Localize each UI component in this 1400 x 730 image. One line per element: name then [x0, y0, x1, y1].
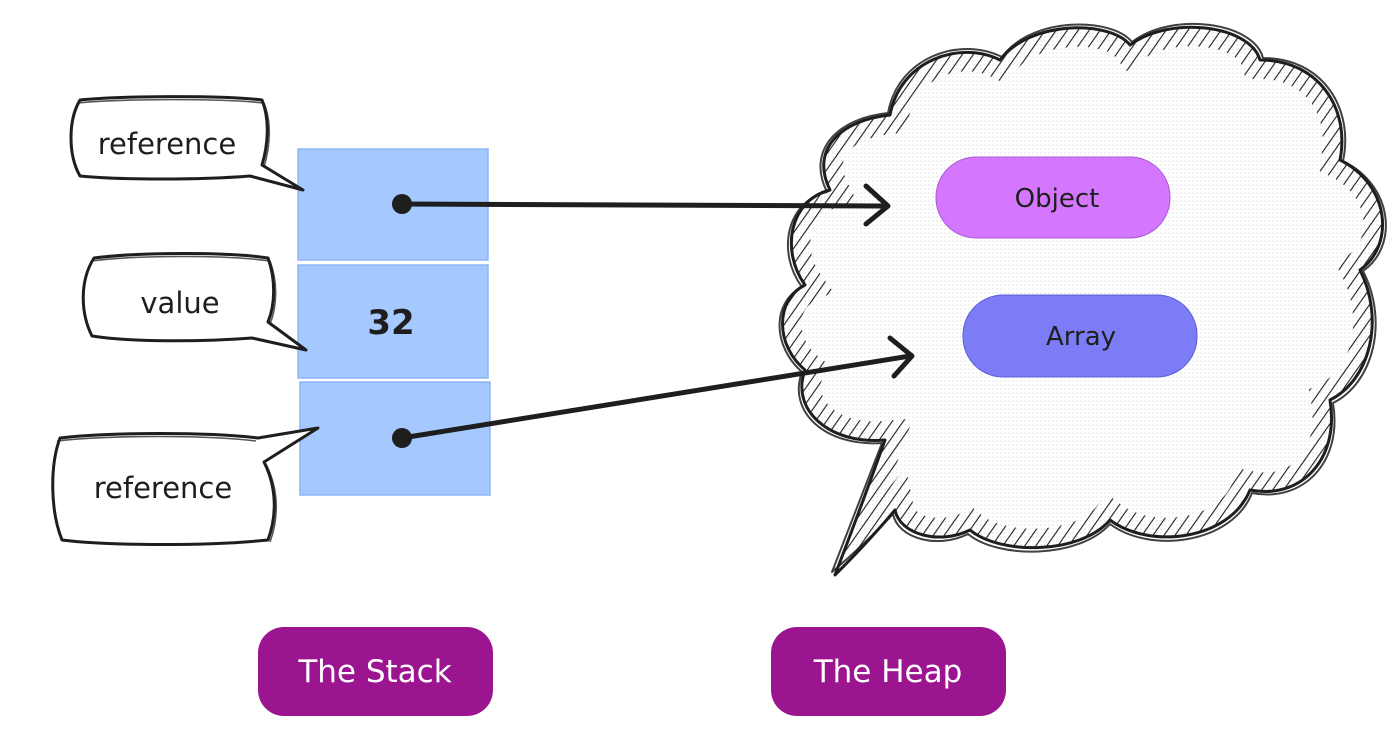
- callout-reference-bottom: reference: [51, 426, 320, 546]
- heap-item-object: Object: [935, 156, 1171, 239]
- heap-label: The Heap: [771, 627, 1006, 716]
- heap-item-array: Array: [962, 294, 1198, 378]
- reference-arrow-array: [399, 335, 915, 441]
- stack: 32: [297, 148, 491, 496]
- callout-value: value: [81, 252, 308, 352]
- callout-label: reference: [94, 471, 232, 505]
- reference-dot: [392, 194, 412, 214]
- stack-value: 32: [367, 303, 414, 343]
- heap-item-label: Object: [1015, 184, 1100, 214]
- callout-label: value: [140, 286, 219, 320]
- stack-label: The Stack: [258, 627, 493, 716]
- stack-label-text: The Stack: [297, 654, 451, 690]
- heap-label-text: The Heap: [813, 654, 963, 690]
- heap-item-label: Array: [1046, 322, 1116, 352]
- reference-dot: [392, 428, 412, 448]
- stack-cell: [297, 264, 489, 379]
- callout-label: reference: [98, 127, 236, 161]
- reference-arrow-object: [399, 183, 891, 227]
- callout-reference-top: reference: [69, 95, 305, 192]
